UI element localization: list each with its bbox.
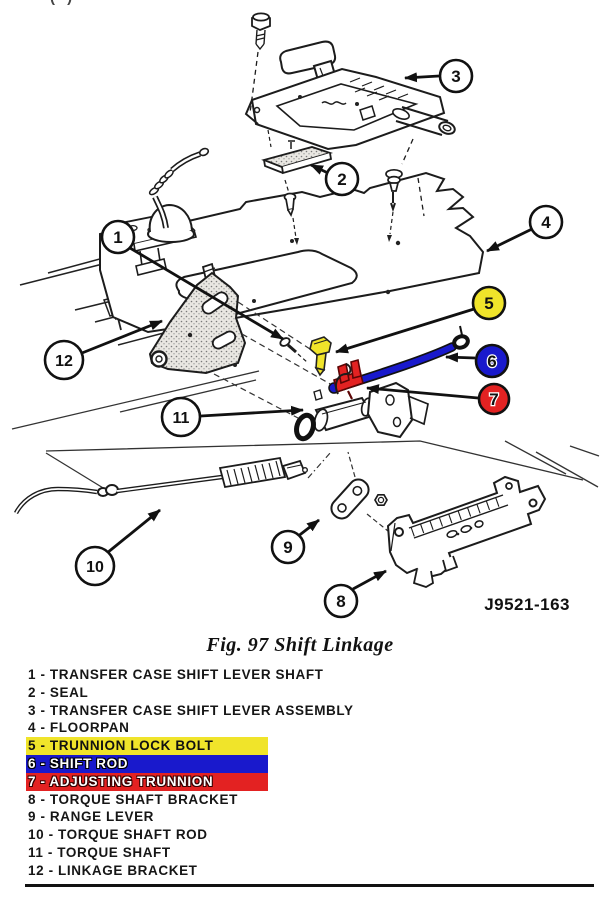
svg-text:10: 10	[86, 559, 104, 576]
figure-caption: Fig. 97 Shift Linkage	[206, 634, 394, 656]
grommet-screw	[385, 168, 403, 242]
svg-text:9: 9	[283, 538, 292, 557]
svg-text:6: 6	[487, 352, 496, 371]
tunnel-lines	[11, 370, 600, 495]
svg-text:5: 5	[484, 294, 493, 313]
callouts: 1 2 3 4 5 6 7 8 9 10 11 12	[43, 58, 564, 619]
legend-item-3: 3 - TRANSFER CASE SHIFT LEVER ASSEMBLY	[28, 702, 354, 718]
svg-text:7: 7	[489, 390, 498, 409]
linkage-bracket	[148, 271, 333, 419]
legend-item-9: 9 - RANGE LEVER	[28, 809, 155, 825]
trunnion-lock-bolt	[309, 336, 332, 377]
cable-ribs	[148, 169, 174, 196]
torque-shaft	[294, 363, 429, 442]
torque-shaft-rod	[14, 451, 332, 515]
callout-1: 1	[100, 219, 136, 255]
callout-8: 8	[323, 583, 359, 619]
svg-text:2: 2	[337, 170, 346, 189]
svg-text:1: 1	[113, 228, 122, 247]
callout-11: 11	[160, 396, 202, 438]
legend-item-1: 1 - TRANSFER CASE SHIFT LEVER SHAFT	[28, 667, 324, 682]
parts-legend: 1 - TRANSFER CASE SHIFT LEVER SHAFT 2 - …	[26, 666, 588, 880]
torque-shaft-bracket	[386, 475, 547, 588]
callout-10: 10	[74, 545, 116, 587]
cropped-figure-label-fragment: ( )	[50, 0, 100, 6]
mounting-rivet	[283, 179, 299, 245]
legend-item-10: 10 - TORQUE SHAFT ROD	[28, 827, 208, 843]
legend-item-6-highlighted: 6 - SHIFT ROD	[26, 754, 268, 773]
svg-text:12: 12	[55, 353, 73, 370]
callout-9: 9	[270, 529, 306, 565]
callout-6: 6	[474, 343, 510, 379]
svg-text:4: 4	[541, 213, 551, 232]
callout-arrows	[81, 72, 533, 591]
callout-3: 3	[438, 58, 474, 94]
shift-lever-assembly	[244, 40, 456, 217]
svg-text:8: 8	[336, 592, 345, 611]
callout-7: 7	[477, 382, 511, 416]
callout-2: 2	[324, 161, 360, 197]
callout-12: 12	[43, 339, 85, 381]
legend-item-2: 2 - SEAL	[28, 684, 89, 700]
legend-item-8: 8 - TORQUE SHAFT BRACKET	[28, 791, 238, 807]
legend-item-12: 12 - LINKAGE BRACKET	[28, 862, 198, 878]
svg-text:11: 11	[173, 410, 190, 427]
bottom-rule	[25, 884, 594, 887]
legend-item-5-highlighted: 5 - TRUNNION LOCK BOLT	[26, 737, 268, 755]
floorpan-bolt-top	[249, 12, 271, 113]
seal	[261, 129, 334, 175]
lever-shaft-stud	[279, 337, 309, 364]
svg-text:3: 3	[451, 67, 460, 86]
drawing-number: J9521-163	[484, 595, 570, 614]
legend-item-4: 4 - FLOORPAN	[28, 720, 130, 736]
legend-item-7-highlighted: 7 - ADJUSTING TRUNNION	[26, 772, 268, 791]
legend-item-11: 11 - TORQUE SHAFT	[28, 844, 171, 860]
callout-4: 4	[528, 204, 564, 240]
range-lever	[330, 451, 389, 532]
callout-5: 5	[471, 285, 507, 321]
shift-lever-boot	[114, 147, 210, 276]
shift-linkage-diagram: 1 2 3 4 5 6 7 8 9 10 11 12	[11, 12, 600, 619]
